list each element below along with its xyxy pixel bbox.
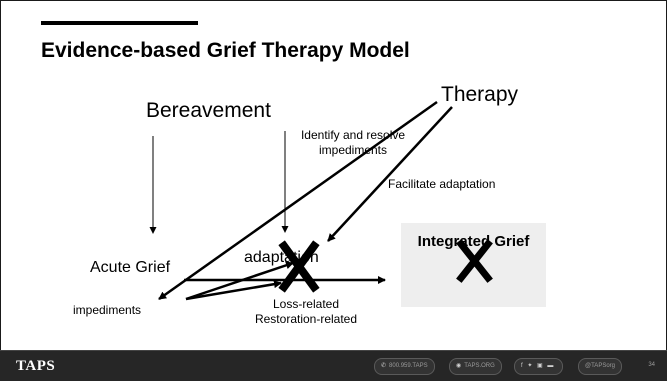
- handle-pill[interactable]: @TAPSorg: [578, 358, 622, 375]
- social-icons-pill: f ✦ ▣ ▬: [514, 358, 564, 375]
- impediments-label: impediments: [73, 303, 142, 317]
- title-rule: [41, 21, 198, 25]
- therapy-label: Therapy: [441, 83, 519, 106]
- youtube-icon[interactable]: ▬: [547, 363, 554, 369]
- taps-logo: TAPS: [16, 358, 56, 374]
- website-pill[interactable]: ◉TAPS.ORG: [449, 358, 502, 375]
- impediments-to-adaptation-arrow: [185, 261, 294, 301]
- facilitate-adaptation-label: Facilitate adaptation: [388, 177, 496, 191]
- instagram-icon[interactable]: ▣: [537, 363, 543, 369]
- identify-resolve-label: Identify and resolve impediments: [300, 128, 406, 157]
- adaptation-x-mark: [278, 240, 320, 293]
- acute-grief-label: Acute Grief: [90, 259, 171, 276]
- loss-related-label: Loss-related: [272, 297, 340, 311]
- restoration-related-label: Restoration-related: [254, 312, 358, 326]
- adaptation-label: adaptation: [244, 249, 319, 266]
- footer-bar: TAPS ✆800.959.TAPS ◉TAPS.ORG f ✦ ▣ ▬ @TA…: [0, 350, 667, 381]
- phone-number: 800.959.TAPS: [389, 363, 428, 369]
- integrated-grief-x-mark: [456, 239, 493, 283]
- therapy-to-impediments-line: [158, 100, 438, 301]
- slide-title: Evidence-based Grief Therapy Model: [41, 39, 410, 62]
- phone-pill[interactable]: ✆800.959.TAPS: [374, 358, 435, 375]
- globe-icon: ◉: [456, 363, 462, 369]
- twitter-icon[interactable]: ✦: [527, 363, 533, 369]
- website-link: TAPS.ORG: [464, 363, 495, 369]
- phone-icon: ✆: [381, 363, 387, 369]
- bereavement-label: Bereavement: [146, 99, 271, 122]
- page-number: 34: [648, 362, 655, 368]
- integrated-grief-label: Integrated Grief: [417, 233, 530, 250]
- social-handle: @TAPSorg: [585, 363, 615, 369]
- impediments-to-integrated-arrow: [185, 280, 282, 301]
- therapy-to-adaptation-line: [327, 106, 453, 242]
- facebook-icon[interactable]: f: [521, 363, 523, 369]
